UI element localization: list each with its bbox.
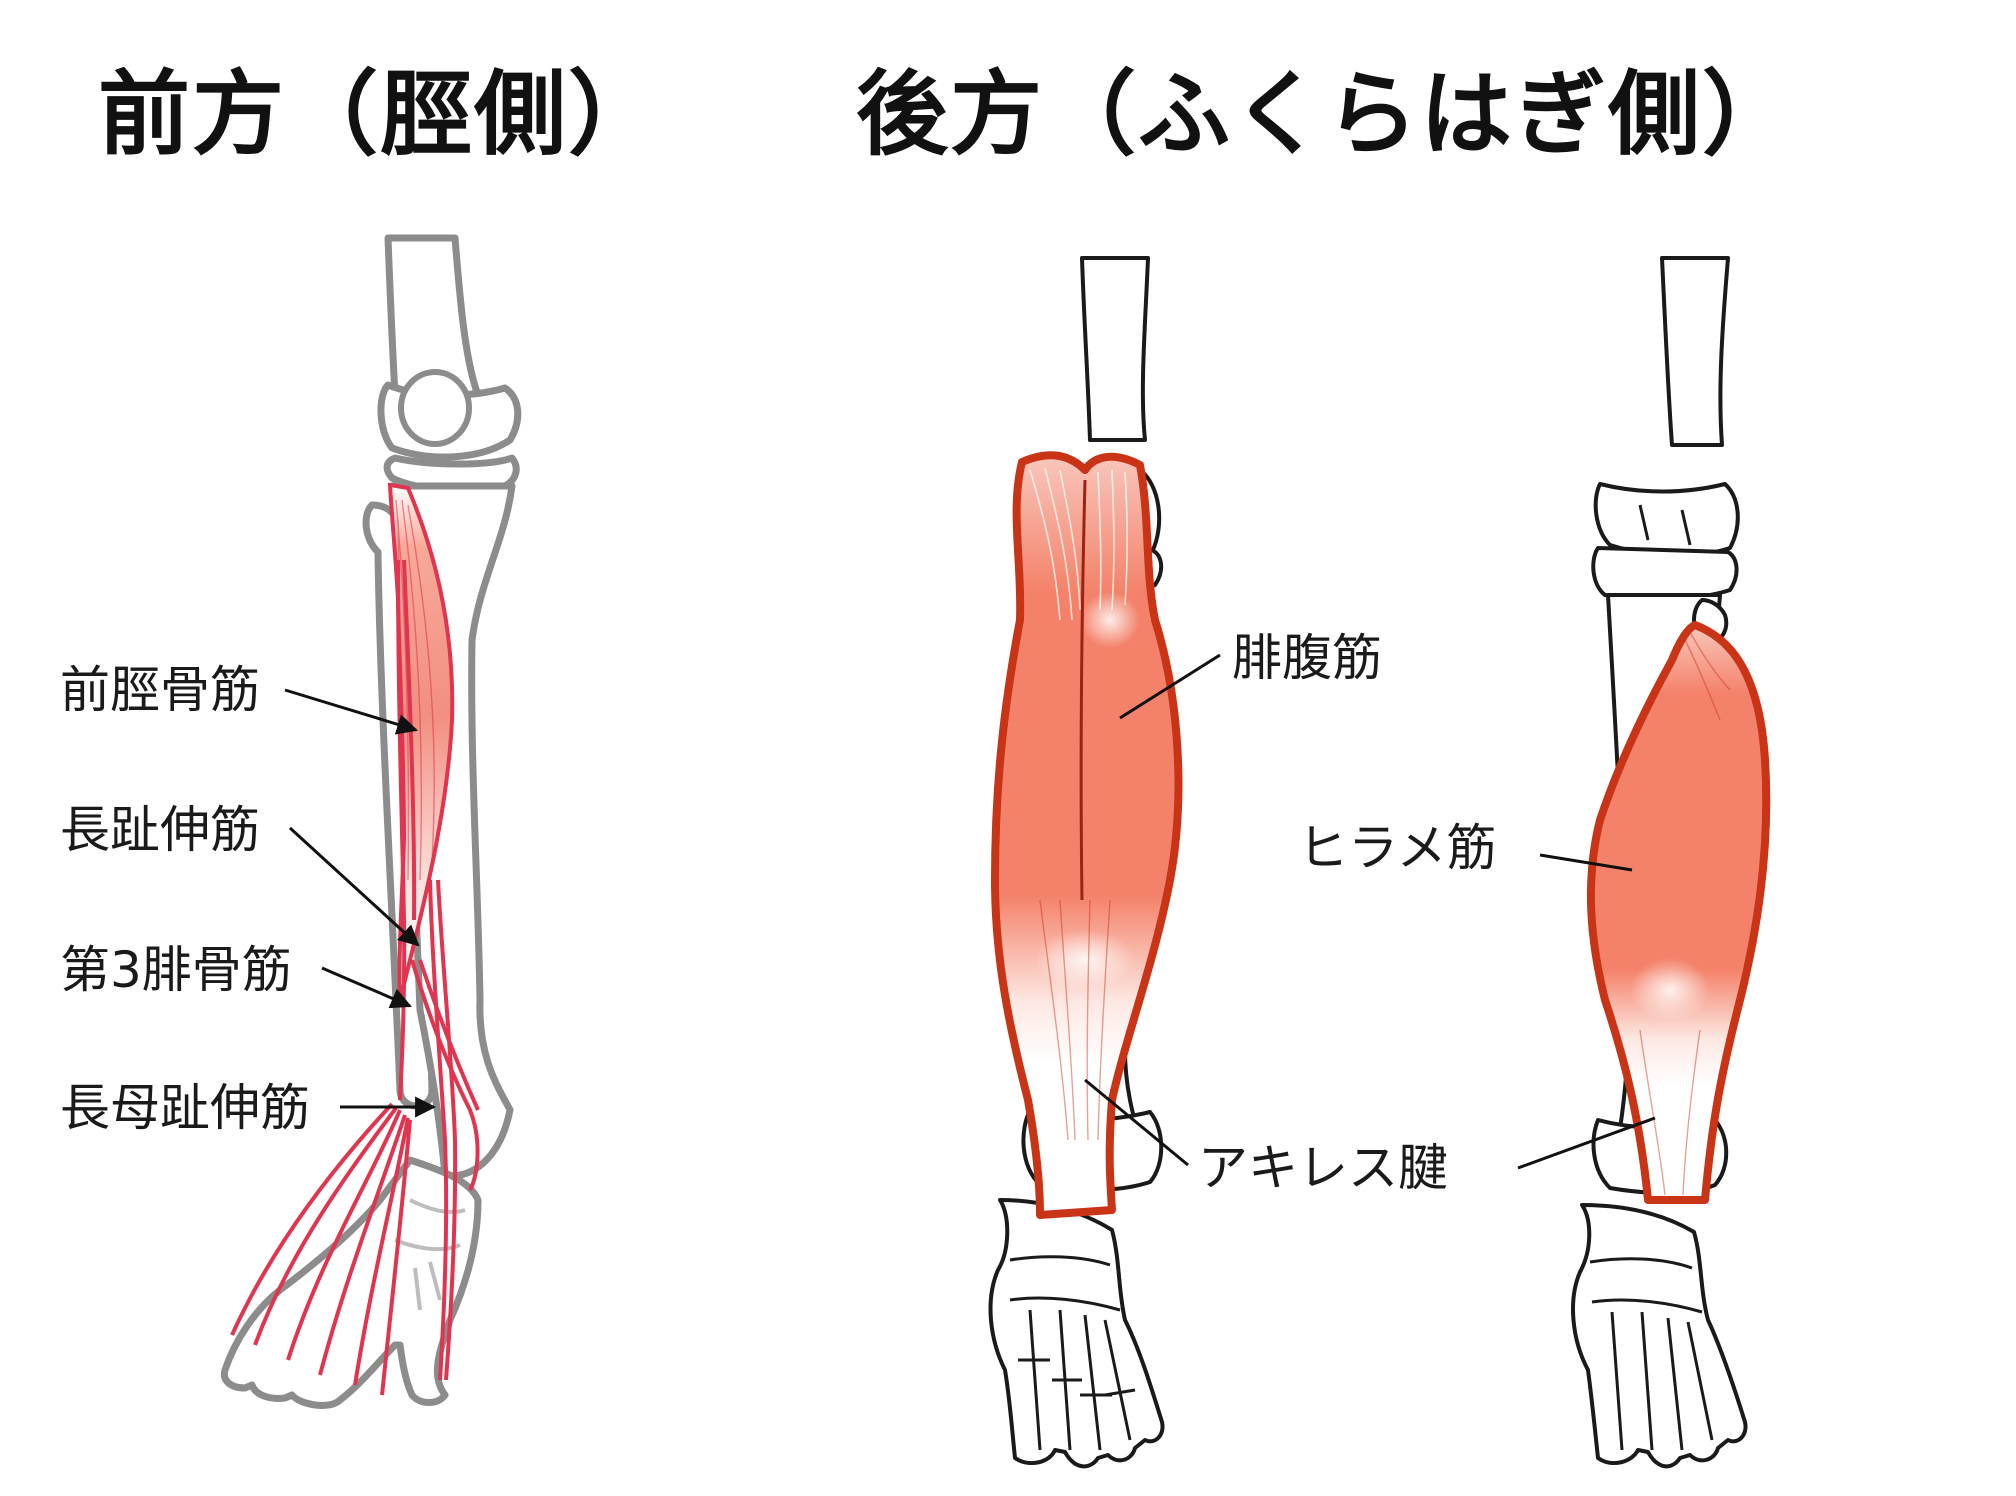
back-leg-1-foot-bone-details [1009, 1255, 1136, 1451]
label-achilles-tendon: アキレス腱 [1198, 1139, 1448, 1197]
leader-extensor-digitorum-longus [288, 826, 420, 947]
extensor-digitorum-longus-muscle [396, 559, 417, 1101]
label-tibialis-anterior: 前脛骨筋 [60, 661, 260, 719]
heading-front: 前方（脛側） [98, 61, 663, 168]
label-soleus: ヒラメ筋 [1298, 819, 1497, 877]
heading-back: 後方（ふくらはぎ側） [856, 61, 1797, 168]
back-leg-2-foot-bone-details [1589, 504, 1714, 1451]
label-extensor-hallucis-longus: 長母趾伸筋 [60, 1079, 310, 1137]
leader-lines [284, 653, 1656, 1170]
leader-peroneus-tertius [321, 966, 412, 1009]
soleus-muscle [1586, 621, 1771, 1204]
leader-achilles-left [1084, 1078, 1189, 1167]
leader-gastrocnemius [1119, 653, 1221, 720]
extensor-hallucis-longus-muscle [428, 879, 458, 1381]
toe-tendons [230, 1102, 412, 1396]
label-extensor-digitorum-longus: 長趾伸筋 [60, 801, 260, 859]
leader-soleus [1539, 853, 1633, 872]
front-leg-skeleton [220, 234, 522, 1409]
leader-tibialis-anterior [284, 688, 419, 735]
label-peroneus-tertius: 第3腓骨筋 [60, 941, 292, 999]
leader-achilles-right [1517, 1116, 1656, 1170]
gastrocnemius-muscle [991, 451, 1183, 1219]
label-gastrocnemius: 腓腹筋 [1232, 629, 1382, 687]
